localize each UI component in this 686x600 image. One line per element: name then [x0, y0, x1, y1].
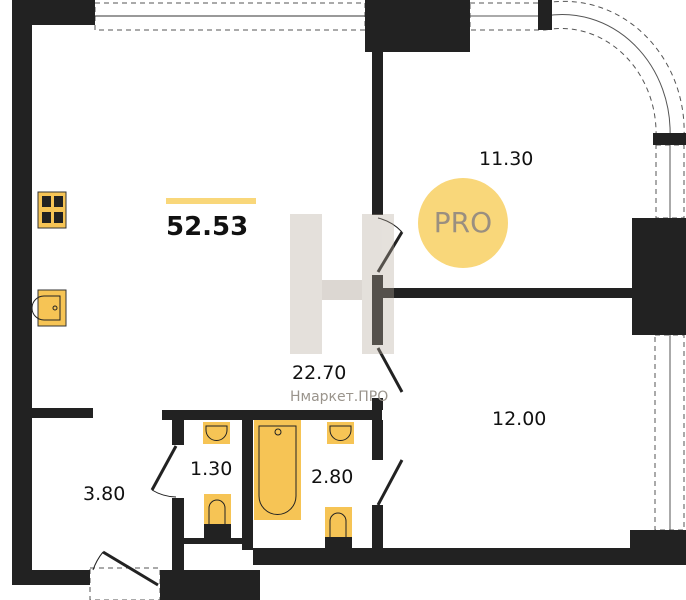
room-area-bedroom-2: 12.00 — [492, 408, 547, 430]
room-area-bathroom: 2.80 — [311, 466, 354, 488]
total-area-bar — [166, 198, 256, 204]
room-area-bedroom: 11.30 — [479, 148, 534, 170]
room-area-living-kitchen: 22.70 — [292, 362, 347, 384]
watermark-text: Нмаркет.ПРО — [290, 389, 389, 405]
stove-icon — [37, 191, 67, 229]
room-area-hallway: 3.80 — [83, 483, 126, 505]
washbasin-icon — [203, 422, 354, 444]
doors — [92, 217, 404, 587]
windows — [89, 0, 685, 600]
total-area: 52.53 — [166, 212, 249, 242]
kitchen-sink-icon — [31, 289, 67, 327]
room-area-toilet: 1.30 — [190, 458, 233, 480]
watermark-logo — [290, 214, 394, 354]
walls — [12, 0, 686, 600]
pro-badge: PRO — [418, 178, 508, 268]
toilet-icon — [204, 494, 352, 549]
bathtub-icon — [254, 420, 301, 520]
